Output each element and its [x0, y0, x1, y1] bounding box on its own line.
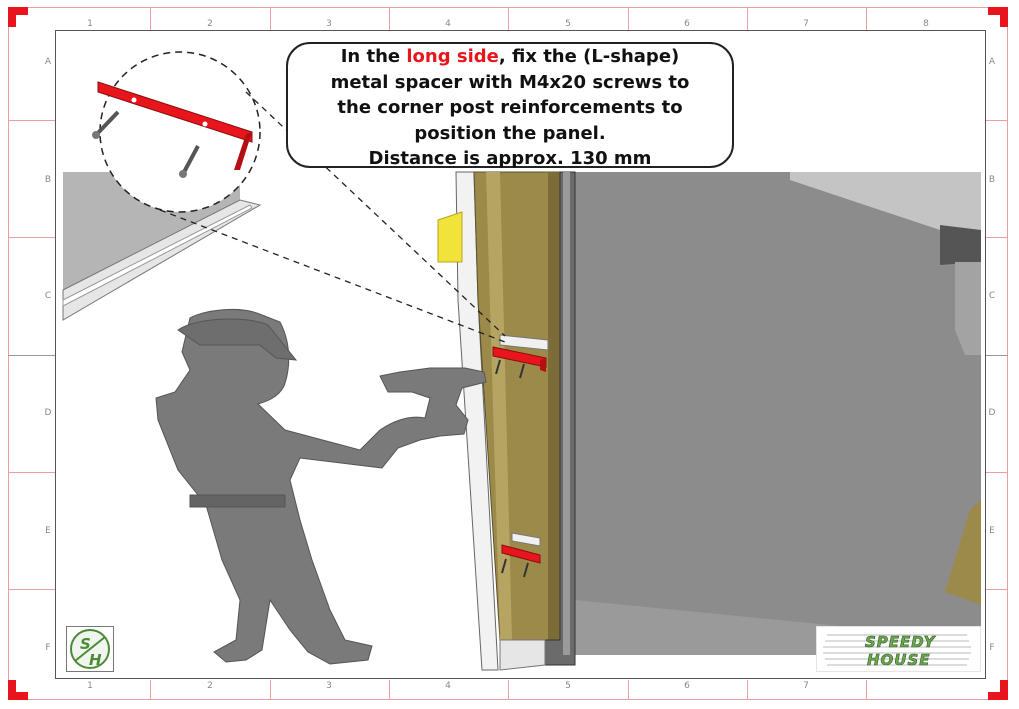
ruler-tick — [866, 7, 867, 30]
ruler-tick — [986, 589, 1008, 590]
ruler-tick — [8, 237, 55, 238]
ruler-tick — [270, 680, 271, 700]
sh-logo: S H — [66, 626, 114, 672]
ruler-tick — [866, 680, 867, 700]
ruler-tick — [8, 355, 55, 356]
sh-logo-letter-s: S — [80, 635, 91, 653]
ruler-tick — [508, 680, 509, 700]
ruler-tick — [150, 680, 151, 700]
ruler-tick — [508, 7, 509, 30]
ruler-col-label: 4 — [445, 681, 451, 691]
ruler-row-label: C — [988, 291, 996, 301]
ruler-col-label: 1 — [87, 19, 93, 29]
ruler-row-label: A — [988, 57, 996, 67]
ruler-tick — [986, 237, 1008, 238]
panel-wall — [575, 172, 981, 655]
ruler-tick — [389, 7, 390, 30]
ruler-tick — [150, 7, 151, 30]
corner-mark — [8, 7, 28, 27]
sh-logo-letter-h: H — [89, 651, 102, 669]
ruler-col-label: 4 — [445, 19, 451, 29]
highlight-long-side: long side — [406, 46, 499, 67]
ruler-col-label: 6 — [684, 681, 690, 691]
worker-silhouette — [155, 309, 487, 665]
ruler-tick — [8, 472, 55, 473]
ruler-col-label: 2 — [207, 681, 213, 691]
instruction-line-2: metal spacer with M4x20 screws to — [330, 71, 690, 93]
ruler-row-label: B — [44, 175, 52, 185]
ruler-row-label: F — [989, 643, 995, 653]
ruler-row-label: F — [45, 643, 51, 653]
brand-line-2: HOUSE — [867, 651, 931, 669]
instruction-line-3: the corner post reinforcements to — [337, 97, 683, 118]
ruler-col-label: 1 — [87, 681, 93, 691]
ruler-tick — [270, 7, 271, 30]
ruler-tick — [747, 680, 748, 700]
ruler-tick — [986, 120, 1008, 121]
ruler-tick — [389, 680, 390, 700]
corner-mark — [988, 7, 1008, 27]
instruction-line-5: Distance is approx. 130 mm — [368, 148, 652, 169]
ruler-col-label: 3 — [326, 681, 332, 691]
zoom-detail-circle — [92, 51, 261, 213]
instruction-callout: In the long side, fix the (L-shape) meta… — [286, 42, 734, 169]
ruler-row-label: B — [988, 175, 996, 185]
ruler-tick — [8, 120, 55, 121]
ruler-col-label: 7 — [803, 19, 809, 29]
lower-metal-spacer — [501, 532, 541, 578]
ruler-tick — [628, 7, 629, 30]
ruler-tick — [986, 472, 1008, 473]
upper-metal-spacer — [492, 334, 549, 379]
corner-mark — [988, 680, 1008, 700]
speedy-house-logo: SPEEDY HOUSE — [816, 626, 981, 672]
corner-mark — [8, 680, 28, 700]
ruler-col-label: 5 — [565, 681, 571, 691]
ruler-tick — [747, 7, 748, 30]
corner-post — [437, 171, 576, 671]
ruler-row-label: C — [44, 291, 52, 301]
instruction-line-1: In the long side, fix the (L-shape) — [340, 46, 680, 67]
ruler-col-label: 8 — [923, 19, 929, 29]
brand-line-1: SPEEDY — [865, 633, 937, 651]
ruler-row-label: E — [45, 526, 51, 536]
ruler-row-label: D — [988, 408, 996, 418]
ruler-col-label: 7 — [803, 681, 809, 691]
ruler-row-label: E — [989, 526, 995, 536]
ruler-col-label: 3 — [326, 19, 332, 29]
ruler-row-label: A — [44, 57, 52, 67]
ruler-row-label: D — [44, 408, 52, 418]
ruler-tick — [986, 355, 1008, 356]
ruler-col-label: 2 — [207, 19, 213, 29]
ruler-col-label: 6 — [684, 19, 690, 29]
ruler-col-label: 5 — [565, 19, 571, 29]
ruler-tick — [628, 680, 629, 700]
instruction-line-4: position the panel. — [414, 122, 606, 144]
ruler-tick — [8, 589, 55, 590]
